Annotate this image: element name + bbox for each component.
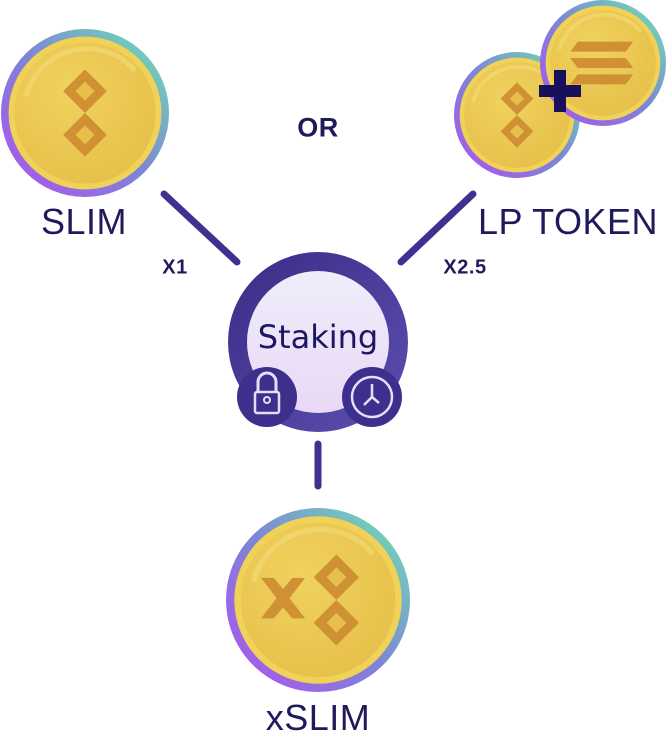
lp-token-label: LP TOKEN	[477, 201, 659, 242]
lp-connector-line	[397, 190, 477, 266]
xslim-coin-icon	[226, 508, 410, 692]
slim-connector-line	[160, 190, 241, 266]
xslim-label: xSLIM	[265, 697, 371, 738]
slim-multiplier: X1	[162, 256, 188, 279]
lock-icon	[237, 367, 297, 427]
slim-coin-icon	[1, 29, 169, 197]
staking-node	[228, 252, 408, 432]
staking-label: Staking	[257, 318, 379, 356]
slim-label: SLIM	[40, 201, 128, 242]
lp-token-coins-icon	[452, 0, 666, 180]
clock-icon	[342, 367, 402, 427]
plus-icon	[539, 70, 581, 112]
connector-lines	[160, 190, 477, 490]
lp-token-multiplier: X2.5	[443, 256, 487, 279]
or-label: OR	[297, 112, 339, 143]
